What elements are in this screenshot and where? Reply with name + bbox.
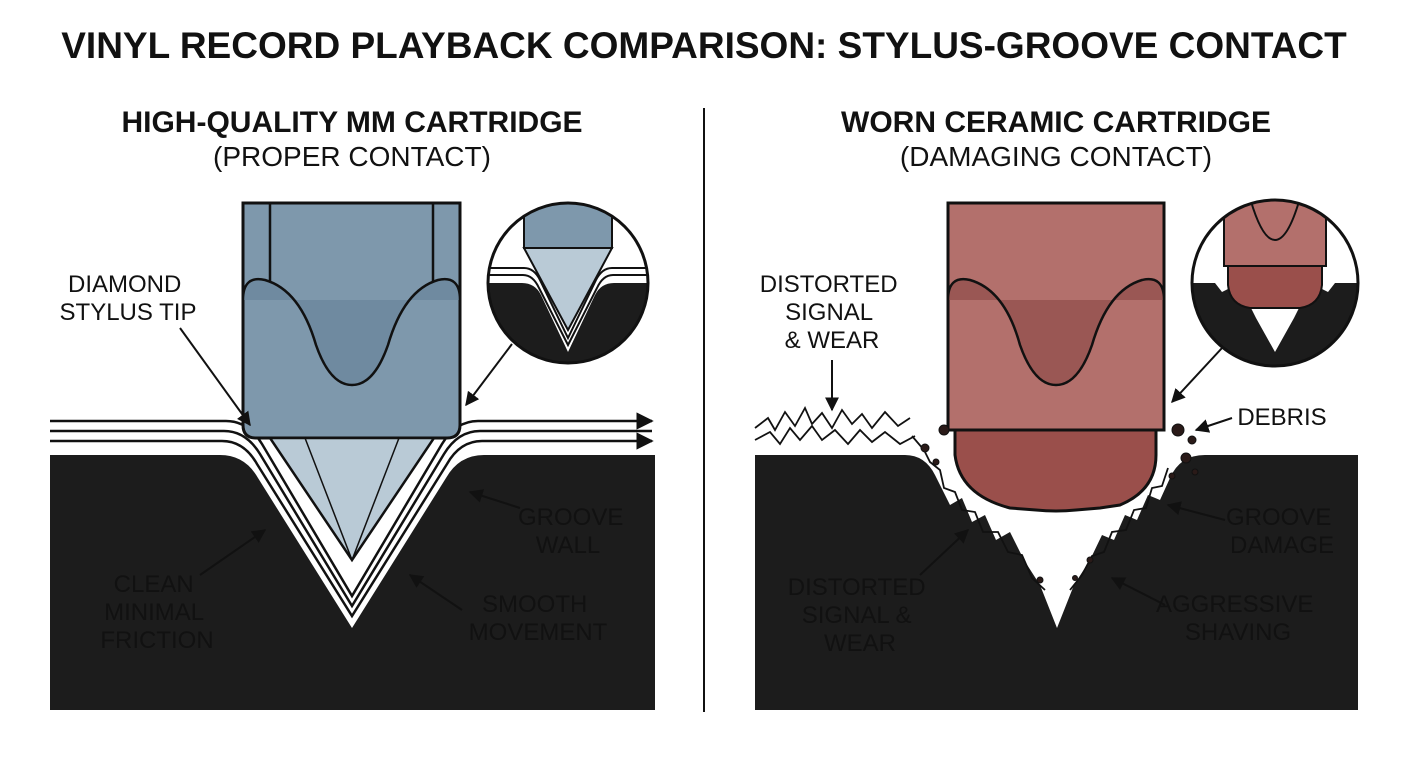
right-record-surface — [755, 455, 1358, 710]
right-subheading: (DAMAGING CONTACT) — [900, 141, 1212, 172]
right-arrows — [825, 347, 1233, 606]
left-record-surface — [50, 455, 655, 710]
debris-particles — [920, 423, 1199, 584]
label-groove-damage: GROOVE DAMAGE — [1226, 504, 1338, 559]
right-stylus — [946, 201, 1166, 513]
left-subheading: (PROPER CONTACT) — [213, 141, 491, 172]
left-signal-lines — [50, 412, 654, 619]
label-distorted-signal-wear-bottom: DISTORTED SIGNAL & WEAR — [788, 574, 932, 657]
label-groove-wall: GROOVE WALL — [518, 504, 630, 559]
right-worn-tip — [953, 428, 1158, 513]
left-heading: HIGH-QUALITY MM CARTRIDGE — [121, 106, 582, 139]
right-magnify-circle — [1190, 198, 1360, 368]
left-magnify-circle — [486, 201, 650, 365]
right-heading: WORN CERAMIC CARTRIDGE — [841, 106, 1271, 139]
label-debris: DEBRIS — [1237, 404, 1326, 431]
label-aggressive-shaving: AGGRESSIVE SHAVING — [1156, 591, 1320, 646]
page-title: VINYL RECORD PLAYBACK COMPARISON: STYLUS… — [61, 25, 1347, 66]
label-distorted-signal-wear-top: DISTORTED SIGNAL & WEAR — [760, 271, 904, 354]
left-diamond-tip — [267, 436, 437, 563]
right-panel: WORN CERAMIC CARTRIDGE (DAMAGING CONTACT… — [754, 106, 1360, 710]
left-stylus — [241, 201, 462, 563]
left-arrows — [179, 327, 521, 611]
label-clean-minimal-friction: CLEAN MINIMAL FRICTION — [100, 571, 213, 654]
left-panel: HIGH-QUALITY MM CARTRIDGE (PROPER CONTAC… — [50, 106, 655, 710]
label-smooth-movement: SMOOTH MOVEMENT — [469, 591, 608, 646]
label-diamond-stylus-tip: DIAMOND STYLUS TIP — [60, 271, 197, 326]
